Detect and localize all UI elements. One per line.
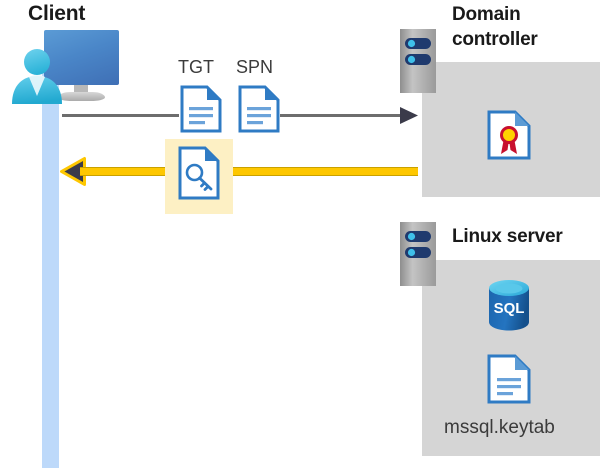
keytab-document-icon	[487, 354, 531, 404]
spn-label: SPN	[236, 57, 274, 77]
sql-database-icon: SQL	[485, 278, 533, 332]
client-title: Client	[28, 2, 86, 25]
key-document-icon	[178, 146, 220, 200]
tgt-label: TGT	[178, 57, 214, 77]
request-line-segment-right	[280, 114, 403, 117]
response-line-segment-right	[232, 167, 418, 176]
client-lifeline	[42, 66, 59, 468]
user-person-icon	[8, 48, 66, 104]
response-line-segment-left	[80, 167, 166, 176]
monitor-screen-icon	[44, 30, 119, 85]
linux-server-rack-icon	[400, 222, 436, 286]
request-line-segment-left	[62, 114, 179, 117]
domain-controller-server-rack-icon	[400, 29, 436, 93]
svg-text:SQL: SQL	[494, 300, 525, 317]
keytab-filename-label: mssql.keytab	[444, 417, 555, 438]
certificate-document-icon	[487, 110, 531, 160]
domain-controller-title: Domain controller	[452, 4, 538, 50]
monitor-base-icon	[58, 92, 105, 101]
linux-server-title: Linux server	[452, 226, 563, 247]
tgt-document-icon	[180, 85, 222, 133]
spn-document-icon	[238, 85, 280, 133]
monitor-neck-icon	[74, 85, 88, 95]
request-arrowhead-icon	[400, 106, 420, 126]
